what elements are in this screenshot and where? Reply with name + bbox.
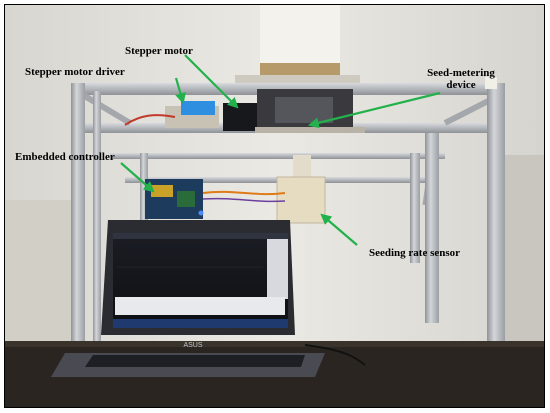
frame-post-left-inner bbox=[93, 91, 101, 341]
hopper-base bbox=[235, 75, 360, 85]
corner-plate bbox=[485, 77, 497, 89]
label-stepper-motor-driver: Stepper motor driver bbox=[25, 66, 125, 78]
screen-titlebar bbox=[113, 233, 288, 239]
arrow-embedded-controller bbox=[120, 162, 155, 193]
test-bench-photo: ASUS bbox=[5, 5, 544, 407]
left-shelf bbox=[5, 200, 75, 350]
frame-inner-rail bbox=[110, 153, 445, 159]
label-seed-metering-device: Seed-metering device bbox=[427, 67, 495, 91]
laptop-keyboard bbox=[85, 355, 305, 367]
frame-post-right-back bbox=[425, 133, 439, 323]
photo-figure: ASUS Stepper motor Stepper motor driver … bbox=[4, 4, 545, 408]
seeding-rate-sensor-box bbox=[276, 176, 326, 224]
controller-chip bbox=[151, 185, 173, 197]
metering-housing bbox=[275, 97, 333, 123]
label-embedded-controller: Embedded controller bbox=[15, 151, 115, 163]
label-stepper-motor: Stepper motor bbox=[125, 45, 193, 57]
laptop-cable bbox=[304, 344, 366, 366]
arrow-seed-metering-device bbox=[307, 91, 441, 129]
screen-taskbar bbox=[113, 319, 288, 328]
arrow-seeding-rate-sensor bbox=[320, 213, 358, 246]
driver-wire bbox=[124, 114, 176, 126]
brace-left bbox=[81, 92, 132, 126]
frame-post-inner-left bbox=[140, 153, 148, 243]
screen-side-panel bbox=[267, 239, 288, 299]
frame-post-inner-right bbox=[410, 153, 420, 263]
controller-led bbox=[198, 210, 204, 216]
arrow-stepper-motor bbox=[184, 54, 239, 109]
controller-wire-purple bbox=[202, 197, 286, 203]
seed-tube bbox=[293, 155, 311, 177]
right-wall-shadow bbox=[505, 155, 544, 355]
laptop-brand: ASUS bbox=[183, 342, 202, 349]
controller-wire-orange bbox=[202, 190, 286, 196]
label-seeding-rate-sensor: Seeding rate sensor bbox=[369, 247, 461, 259]
table-edge bbox=[5, 341, 544, 347]
screen-console bbox=[115, 297, 285, 315]
frame-post-right bbox=[487, 83, 505, 365]
arrow-stepper-motor-driver bbox=[174, 77, 186, 105]
controller-module bbox=[177, 191, 195, 207]
stepper-motor-driver-board bbox=[181, 101, 215, 115]
frame-post-left bbox=[71, 83, 85, 345]
metering-base-plate bbox=[255, 127, 365, 133]
